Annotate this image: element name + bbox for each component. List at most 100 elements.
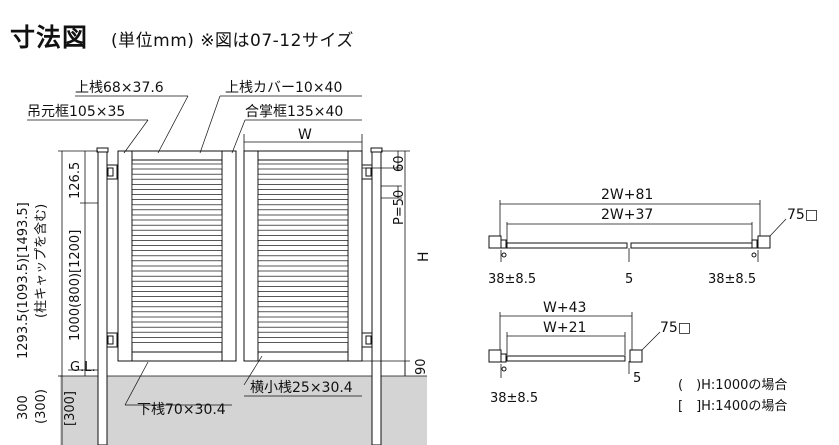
label-top-rail: 上桟68×37.6 bbox=[75, 80, 164, 96]
leader-bottom-rail bbox=[124, 361, 149, 406]
label-bottom-rail: 下桟70×30.4 bbox=[137, 402, 226, 418]
plan-single-gap-label: 5 bbox=[633, 371, 641, 386]
left-door-slat bbox=[131, 265, 223, 272]
right-post-cap bbox=[370, 147, 383, 153]
plan-double-outer-label: 2W+81 bbox=[601, 187, 653, 203]
right-door-hinge-stile bbox=[347, 150, 363, 362]
label-top-cover: 上桟カバー10×40 bbox=[225, 80, 342, 96]
plan-double-right-hinge bbox=[751, 239, 758, 249]
plan-double-right-offset-label: 38±8.5 bbox=[708, 272, 756, 287]
plan-double-right-leaf bbox=[630, 242, 753, 249]
right-post bbox=[371, 150, 382, 445]
leader-meeting-frame bbox=[231, 119, 246, 154]
left-door-slat bbox=[131, 173, 223, 180]
plan-single-outer-label: W+43 bbox=[543, 300, 586, 316]
right-upper-hinge-pin bbox=[365, 167, 372, 177]
plan-single-left-offset-label: 38±8.5 bbox=[490, 391, 538, 406]
right-door-slat bbox=[257, 204, 349, 211]
page-subtitle: (単位mm) ※図は07-12サイズ bbox=[111, 31, 354, 51]
right-door-slat bbox=[257, 265, 349, 272]
label-height: H bbox=[416, 251, 432, 262]
leader-slat bbox=[243, 355, 263, 386]
left-door-slat bbox=[131, 286, 223, 292]
label-gl: G.L. bbox=[70, 360, 96, 375]
left-door-slat bbox=[131, 245, 223, 251]
right-door-slat bbox=[257, 255, 349, 262]
left-door-slat bbox=[131, 275, 223, 282]
left-door-top-rail bbox=[131, 150, 223, 161]
right-door-slat bbox=[257, 275, 349, 282]
left-door-bottom-rail bbox=[131, 351, 223, 362]
plan-double-center-label: 5 bbox=[625, 272, 633, 287]
label-left-note: (柱キャップを含む) bbox=[33, 204, 49, 318]
plan-double-post-leader bbox=[769, 218, 787, 237]
plan-double-post-label: 75□ bbox=[787, 207, 818, 223]
plan-double-right-pivot bbox=[751, 252, 757, 258]
page-title: 寸法図 bbox=[10, 23, 89, 52]
label-left-126: 126.5 bbox=[68, 162, 83, 199]
left-door-slat bbox=[131, 163, 223, 170]
right-door-slat bbox=[257, 337, 349, 343]
plan-double-left-offset-label: 38±8.5 bbox=[488, 272, 536, 287]
left-door-slat bbox=[131, 184, 223, 190]
left-lower-hinge-pin bbox=[107, 335, 114, 345]
left-door-slats bbox=[131, 163, 223, 343]
right-door-slat bbox=[257, 306, 349, 313]
right-door-slat bbox=[257, 173, 349, 180]
label-embed-300: 300 bbox=[16, 395, 31, 420]
left-door-slat bbox=[131, 214, 223, 221]
left-door-slat bbox=[131, 296, 223, 302]
label-left-1000: 1000(800)[1200] bbox=[68, 230, 83, 341]
leader-top-rail bbox=[157, 95, 189, 154]
label-top-60: 60 bbox=[392, 155, 407, 172]
label-hinge-frame: 吊元框105×35 bbox=[27, 104, 125, 120]
plan-single-inner-label: W+21 bbox=[543, 320, 586, 336]
label-embed-300-bracket: [300] bbox=[63, 391, 78, 426]
left-door-slat bbox=[131, 337, 223, 343]
leader-top-cover bbox=[199, 95, 221, 154]
plan-single-hinge bbox=[500, 353, 507, 363]
left-door-slat bbox=[131, 224, 223, 231]
right-door-slat bbox=[257, 286, 349, 292]
plan-single-post-leader bbox=[641, 331, 661, 351]
left-door-slat bbox=[131, 194, 223, 200]
leader-hinge-frame bbox=[123, 119, 149, 154]
label-embed-300-paren: (300) bbox=[34, 389, 49, 424]
right-door-meeting-stile bbox=[243, 150, 259, 362]
left-post-cap bbox=[96, 147, 109, 153]
label-meeting-frame: 合掌框135×40 bbox=[245, 104, 343, 120]
plan-double-left-hinge bbox=[500, 239, 507, 249]
right-door-slats bbox=[257, 163, 349, 343]
left-door-slat bbox=[131, 235, 223, 241]
plan-double-right-post bbox=[757, 235, 771, 249]
plan-single-leaf bbox=[506, 355, 626, 362]
plan-single-pivot bbox=[501, 366, 507, 372]
plan-double-left-post bbox=[488, 235, 502, 249]
right-door-slat bbox=[257, 214, 349, 221]
plan-double-left-leaf bbox=[506, 242, 628, 249]
label-bottom-90: 90 bbox=[414, 358, 429, 375]
right-door-slat bbox=[257, 224, 349, 231]
right-door-slat bbox=[257, 326, 349, 333]
ground-fill bbox=[60, 376, 427, 445]
left-door-hinge-stile bbox=[117, 150, 133, 362]
right-door-slat bbox=[257, 235, 349, 241]
left-upper-hinge-pin bbox=[107, 167, 114, 177]
right-lower-hinge-pin bbox=[365, 335, 372, 345]
right-door-slat bbox=[257, 296, 349, 302]
right-door-top-rail bbox=[257, 150, 349, 161]
label-width: W bbox=[298, 127, 312, 143]
plan-single-post-label: 75□ bbox=[660, 320, 691, 336]
plan-single-left-post bbox=[488, 349, 502, 363]
legend-line-2: [ ]H:1400の場合 bbox=[678, 399, 787, 414]
plan-double-inner-label: 2W+37 bbox=[601, 207, 653, 223]
right-door-slat bbox=[257, 184, 349, 190]
left-door-slat bbox=[131, 326, 223, 333]
legend-line-1: ( )H:1000の場合 bbox=[678, 378, 787, 393]
right-door-bottom-rail bbox=[257, 351, 349, 362]
left-door-slat bbox=[131, 204, 223, 211]
right-door-slat bbox=[257, 194, 349, 200]
left-post bbox=[97, 150, 108, 445]
right-door-slat bbox=[257, 316, 349, 323]
